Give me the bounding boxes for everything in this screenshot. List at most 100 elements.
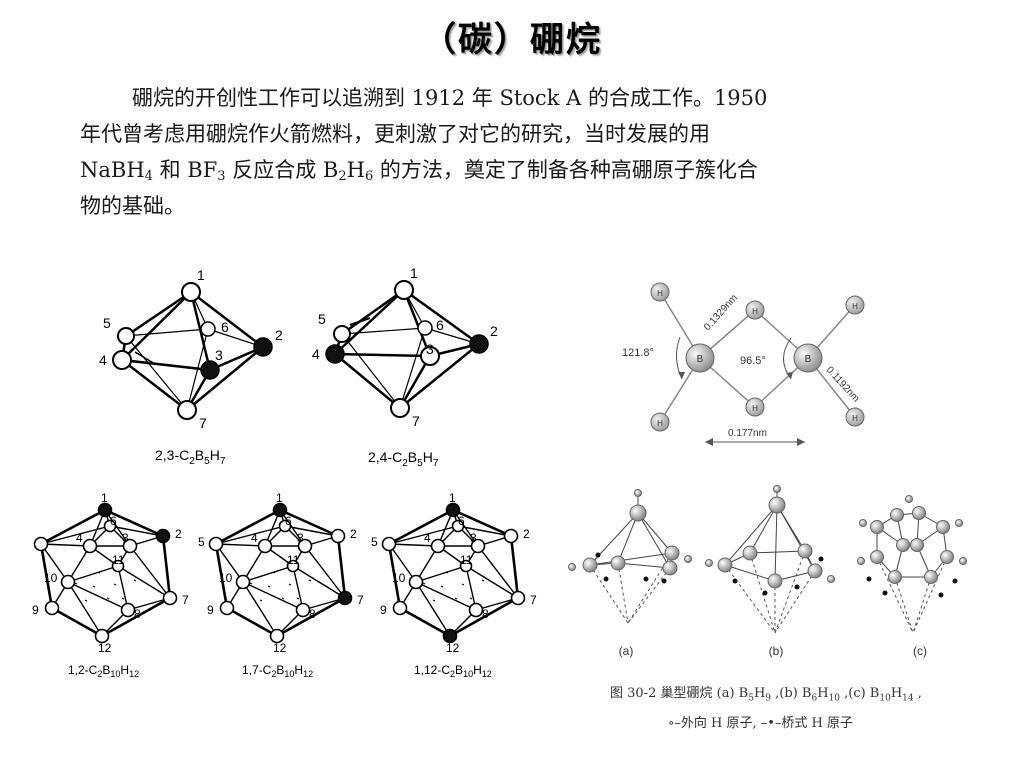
vertex-label-1b: 1: [410, 265, 418, 281]
c2b5h7-23-structure: [112, 282, 273, 420]
vertex-number: 7: [357, 593, 364, 607]
nido-b6h10-structure: [705, 485, 835, 634]
vertex-number: 10: [44, 571, 58, 585]
diborane-structure-figure: B B H H H H H H 121.8° 96.5° 0.1329nm 0.…: [622, 282, 865, 446]
vertex-7: [510, 590, 526, 606]
page-title: （碳）硼烷: [422, 20, 602, 60]
vertex-number: 7: [530, 593, 537, 607]
vertex-label-6: 6: [221, 319, 229, 335]
nido-borane-figure: (a) (b) (c): [568, 485, 967, 658]
paragraph-line-4: 物的基础。: [80, 194, 185, 218]
vertex-4: [82, 538, 98, 554]
vertex-3: [470, 538, 486, 554]
atom-h-5: H: [852, 302, 858, 311]
vertex-label-2: 2: [275, 327, 283, 343]
vertex-number: 3: [297, 531, 304, 545]
atom-h-3: H: [752, 307, 758, 316]
vertex-2: [503, 528, 519, 544]
vertex-12: [442, 628, 458, 644]
vertex-number: 9: [380, 603, 387, 617]
vertex-number: 1: [101, 491, 108, 505]
vertex-7: [162, 590, 178, 606]
vertex-label-3: 3: [215, 347, 223, 363]
nido-label-b: (b): [769, 644, 784, 658]
vertex-number: 12: [446, 641, 460, 655]
paragraph-line-2: 年代曾考虑用硼烷作火箭燃料，更刺激了对它的研究，当时发展的用: [80, 122, 710, 146]
vertex-number: 12: [273, 641, 287, 655]
vertex-label-7b: 7: [412, 413, 420, 429]
vertex-8: [120, 602, 136, 618]
paragraph-line-1: 硼烷的开创性工作可以追溯到 1912 年 Stock A 的合成工作。1950: [132, 86, 768, 110]
vertex-5: [381, 536, 397, 552]
vertex-label-5: 5: [103, 315, 111, 331]
vertex-10: [235, 574, 251, 590]
vertex-9: [392, 600, 408, 616]
vertex-12: [94, 628, 110, 644]
atom-h-6: H: [852, 414, 858, 423]
vertex-number: 5: [371, 535, 378, 549]
label-12-c2b10h12: 1,2-C2B10H12: [68, 663, 139, 679]
vertex-label-7: 7: [199, 415, 207, 431]
vertex-number: 4: [251, 531, 258, 545]
vertex-label-1: 1: [197, 267, 205, 283]
vertex-9: [44, 600, 60, 616]
vertex-number: 2: [350, 527, 357, 541]
vertex-label-2b: 2: [490, 323, 498, 339]
atom-h-1: H: [657, 289, 663, 298]
vertex-8: [468, 602, 484, 618]
paragraph-line-3: NaBH4 和 BF3 反应合成 B2H6 的方法，奠定了制备各种高硼原子簇化合: [80, 158, 758, 184]
vertex-7: [337, 590, 353, 606]
vertex-label-6b: 6: [436, 317, 444, 333]
vertex-6: [278, 519, 292, 533]
vertex-number: 8: [309, 607, 316, 621]
bb-distance: 0.177nm: [728, 428, 767, 439]
vertex-number: 3: [122, 531, 129, 545]
vertex-4: [257, 538, 273, 554]
vertex-number: 6: [110, 514, 117, 528]
vertex-1: [97, 502, 113, 518]
bond-bh-bridge: 0.1329nm: [702, 293, 740, 333]
vertex-11: [286, 559, 300, 573]
nido-label-c: (c): [913, 644, 927, 658]
vertex-3: [297, 538, 313, 554]
vertex-10: [60, 574, 76, 590]
vertex-9: [219, 600, 235, 616]
vertex-11: [111, 559, 125, 573]
vertex-number: 4: [424, 531, 431, 545]
vertex-4: [430, 538, 446, 554]
atom-b-right: B: [805, 354, 812, 365]
atom-h-2: H: [657, 419, 663, 428]
vertex-6: [103, 519, 117, 533]
vertex-5: [208, 536, 224, 552]
vertex-number: 8: [134, 607, 141, 621]
vertex-label-4b: 4: [312, 346, 320, 362]
intro-paragraph: 硼烷的开创性工作可以追溯到 1912 年 Stock A 的合成工作。1950 …: [80, 80, 920, 224]
angle-bridge: 96.5°: [740, 355, 766, 367]
vertex-number: 9: [32, 603, 39, 617]
vertex-number: 2: [175, 527, 182, 541]
figure-caption: 图 30-2 巢型硼烷 (a) B5H9 ,(b) B6H10 ,(c) B10…: [610, 686, 922, 704]
vertex-3: [122, 538, 138, 554]
vertex-label-4: 4: [99, 352, 107, 368]
vertex-number: 11: [460, 553, 473, 567]
vertex-label-3b: 3: [426, 341, 434, 357]
vertex-number: 12: [98, 641, 112, 655]
vertex-11: [459, 559, 473, 573]
vertex-6: [451, 519, 465, 533]
vertex-number: 10: [219, 571, 233, 585]
vertex-label-5b: 5: [318, 311, 326, 327]
vertex-number: 11: [287, 553, 300, 567]
figure-legend: ∘–外向 H 原子, –•–桥式 H 原子: [668, 716, 854, 731]
vertex-8: [295, 602, 311, 618]
vertex-number: 10: [392, 571, 406, 585]
vertex-5: [33, 536, 49, 552]
vertex-1: [445, 502, 461, 518]
nido-label-a: (a): [619, 644, 634, 658]
vertex-number: 1: [449, 491, 456, 505]
vertex-10: [408, 574, 424, 590]
nido-b5h9-structure: [568, 489, 692, 624]
atom-b-left: B: [697, 354, 704, 365]
